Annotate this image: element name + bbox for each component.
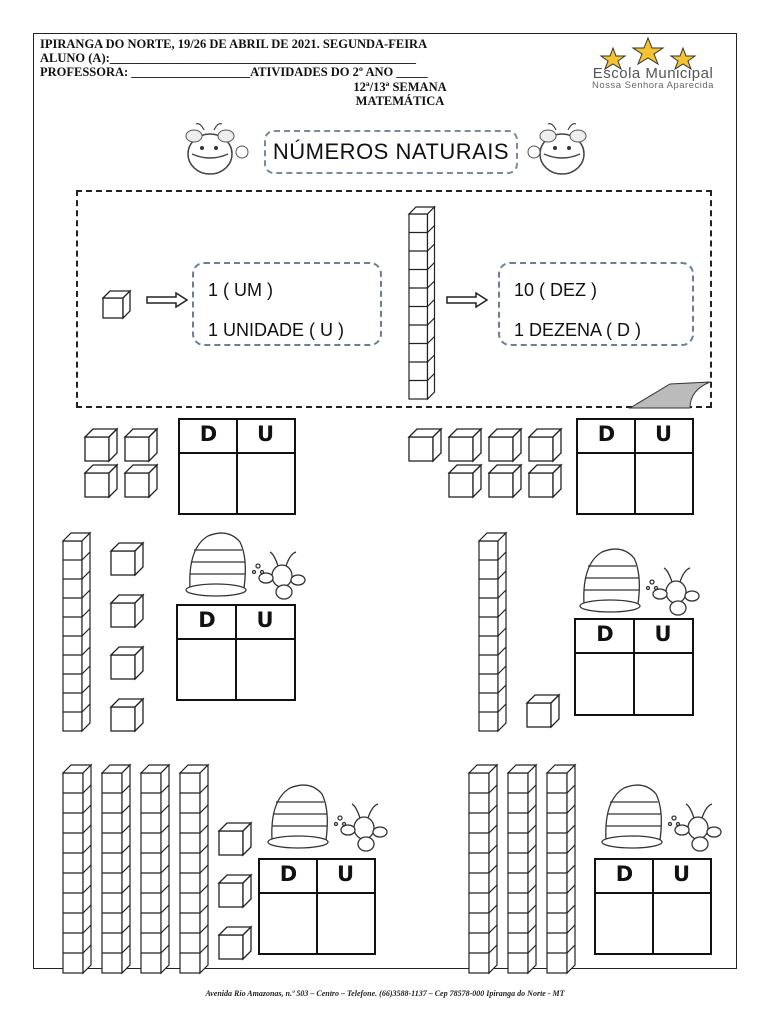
tens-column-label: D (279, 862, 298, 886)
du-table-exercise-4[interactable]: D U (574, 618, 694, 716)
header-teacher-line: PROFESSORA: ___________________ATIVIDADE… (40, 65, 428, 79)
du-table-exercise-2[interactable]: D U (576, 418, 694, 515)
unit-cube-icon (109, 697, 145, 733)
ten-rod-icon (477, 531, 508, 733)
ten-definition-box: 10 ( DEZ ) 1 DEZENA ( D ) (498, 262, 694, 346)
unit-cube-icon (447, 463, 483, 499)
school-name: Escola Municipal (592, 65, 714, 82)
page-frame (33, 33, 737, 969)
unit-cube-icon (109, 541, 145, 577)
ten-rod-example (407, 205, 436, 401)
unit-cube-icon (217, 925, 253, 961)
unit-cube-icon (83, 463, 119, 499)
unit-cube-icon (487, 427, 523, 463)
units-column-label: U (256, 608, 274, 632)
du-table-exercise-6[interactable]: D U (594, 858, 712, 955)
ten-rod-icon (61, 531, 92, 733)
beehive-icon (178, 528, 308, 603)
arrow-right-icon (446, 291, 489, 309)
ten-rod-icon (506, 763, 538, 975)
ten-definition-name: 1 DEZENA ( D ) (514, 320, 642, 340)
unit-cube-icon (123, 427, 159, 463)
tens-column-label: D (597, 422, 616, 446)
unit-cube-icon (109, 593, 145, 629)
header-date-line: IPIRANGA DO NORTE, 19/26 DE ABRIL DE 202… (40, 37, 428, 51)
unit-cube-icon (109, 645, 145, 681)
ten-rod-icon (139, 763, 171, 975)
school-subtitle: Nossa Senhora Aparecida (592, 80, 714, 91)
header-subject: MATEMÁTICA (355, 94, 445, 108)
units-column-label: U (654, 622, 672, 646)
tens-column-label: D (198, 608, 216, 632)
ten-rod-icon (178, 763, 210, 975)
du-table-exercise-3[interactable]: D U (176, 604, 296, 701)
beehive-bee-icon (185, 532, 306, 600)
beehive-bee-icon (601, 784, 722, 852)
bee-right-icon (527, 123, 587, 175)
unit-cube-icon (527, 427, 563, 463)
stars-icon (599, 36, 697, 71)
unit-cube-icon (217, 873, 253, 909)
beehive-icon (572, 544, 702, 619)
unit-cube-icon (217, 821, 253, 857)
beehive-icon (260, 780, 390, 855)
du-table-exercise-1[interactable]: D U (178, 418, 296, 515)
unit-cube-icon (407, 427, 443, 463)
header-week: 12ª/13ª SEMANA (353, 80, 447, 94)
bee-left-icon (185, 123, 249, 175)
unit-cube-example (101, 289, 132, 320)
tens-column-label: D (615, 862, 634, 886)
unit-cube-icon (447, 427, 483, 463)
beehive-bee-icon (579, 548, 700, 616)
unit-cube-icon (527, 463, 563, 499)
beehive-bee-icon (267, 784, 388, 852)
unit-cube-icon (123, 463, 159, 499)
explanation-box (76, 190, 712, 408)
unit-definition-number: 1 ( UM ) (208, 280, 273, 300)
du-table-exercise-5[interactable]: D U (258, 858, 376, 955)
header-student-line: ALUNO (A):______________________________… (40, 51, 417, 65)
ten-rod-icon (545, 763, 577, 975)
ten-rod-icon (407, 205, 436, 401)
unit-cube-icon (525, 693, 561, 729)
unit-definition-box: 1 ( UM ) 1 UNIDADE ( U ) (192, 262, 382, 346)
unit-cube-icon (83, 427, 119, 463)
ten-rod-icon (100, 763, 132, 975)
school-logo: Escola Municipal Nossa Senhora Aparecida (568, 36, 738, 96)
units-column-label: U (672, 862, 691, 886)
page-title: NÚMEROS NATURAIS (264, 130, 518, 174)
beehive-icon (594, 780, 724, 855)
units-column-label: U (256, 422, 275, 446)
tens-column-label: D (596, 622, 614, 646)
ten-rod-icon (61, 763, 93, 975)
footer-address: Avenida Rio Amazonas, n.º 503 – Centro –… (205, 989, 565, 998)
unit-cube-icon (487, 463, 523, 499)
page-curl-icon (628, 381, 711, 409)
arrow-right-icon (146, 291, 189, 309)
unit-cube-icon (101, 289, 132, 320)
unit-definition-name: 1 UNIDADE ( U ) (208, 320, 345, 340)
units-column-label: U (654, 422, 673, 446)
ten-definition-number: 10 ( DEZ ) (514, 280, 598, 300)
units-column-label: U (336, 862, 355, 886)
tens-column-label: D (199, 422, 218, 446)
ten-rod-icon (467, 763, 499, 975)
